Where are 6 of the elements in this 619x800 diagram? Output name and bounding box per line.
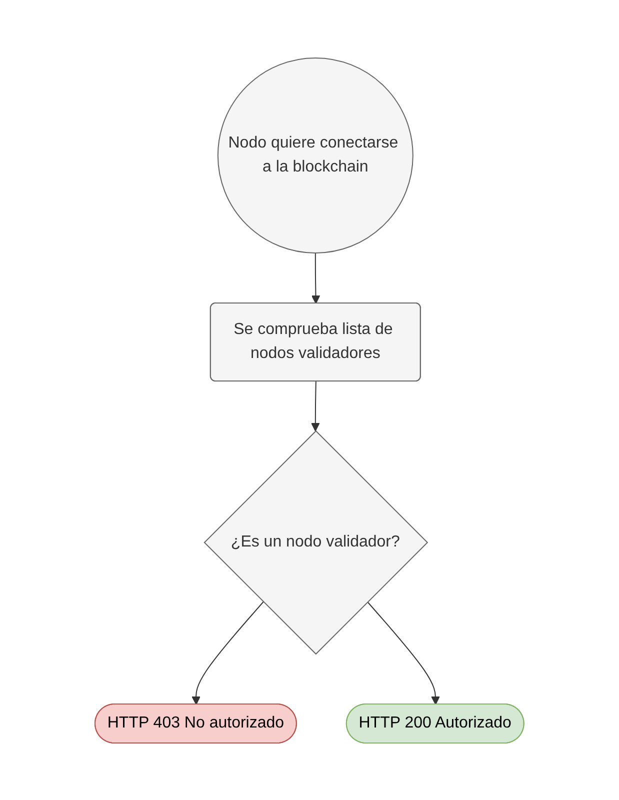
arrow: [192, 600, 264, 704]
arrow: [311, 252, 320, 304]
arrow: [311, 380, 320, 431]
arrow: [367, 600, 440, 704]
node-circle: Nodo quiere conectarse a la blockchain: [218, 57, 414, 253]
node-diamond: ¿Es un nodo validador?: [204, 430, 428, 654]
